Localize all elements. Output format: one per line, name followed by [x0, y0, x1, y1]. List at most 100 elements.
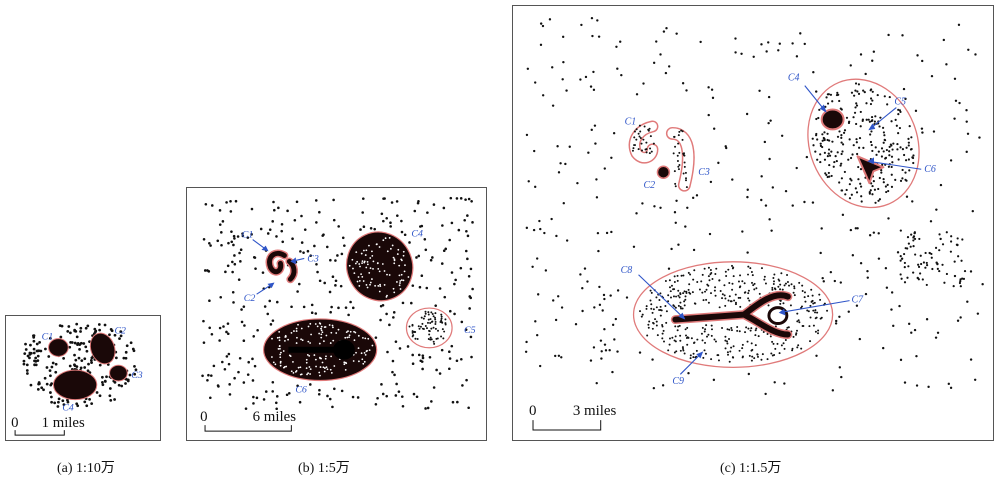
point [334, 259, 337, 262]
point [953, 77, 957, 80]
point [252, 402, 255, 405]
point [750, 342, 753, 345]
point [467, 275, 471, 278]
point [633, 136, 636, 139]
point [974, 53, 977, 56]
point [371, 254, 374, 257]
panel-b-cluster-c4-speckle [348, 237, 410, 298]
point [739, 296, 742, 299]
point [538, 364, 542, 368]
point [355, 251, 358, 253]
point [392, 316, 395, 319]
point [683, 352, 686, 355]
point [890, 165, 893, 169]
point [420, 360, 424, 363]
point [539, 227, 542, 231]
panel-c-right-cluster [899, 229, 967, 288]
point [741, 355, 744, 358]
point [859, 168, 863, 171]
point [469, 267, 473, 271]
point [882, 178, 885, 181]
point [443, 330, 446, 333]
point [961, 238, 964, 241]
point [277, 206, 280, 210]
point [36, 354, 40, 358]
point [692, 278, 695, 281]
point [746, 251, 749, 254]
point [658, 299, 661, 302]
point [230, 230, 233, 233]
point [723, 284, 726, 287]
point [237, 370, 240, 374]
point [687, 336, 690, 339]
point [718, 279, 721, 282]
panel-a-label-c2: C2 [114, 326, 126, 337]
point [747, 265, 750, 268]
point [49, 391, 52, 394]
point [246, 236, 250, 239]
point [674, 325, 677, 328]
point [616, 67, 619, 70]
point [330, 371, 333, 374]
point [465, 378, 468, 382]
point [841, 150, 844, 153]
point [67, 325, 71, 328]
point [776, 342, 779, 345]
point [956, 319, 960, 322]
point [371, 250, 373, 253]
point [647, 323, 650, 326]
point [809, 340, 812, 343]
point [430, 320, 433, 323]
point [411, 335, 414, 338]
point [717, 359, 720, 362]
point [424, 407, 427, 410]
point [849, 156, 853, 160]
point [419, 325, 422, 328]
point [747, 292, 750, 295]
point [45, 366, 49, 369]
point [661, 337, 664, 340]
point [562, 201, 565, 205]
point [451, 400, 455, 404]
point [899, 146, 902, 149]
point [298, 282, 301, 286]
point [309, 254, 312, 257]
point [210, 374, 213, 377]
point [448, 350, 451, 353]
point [684, 225, 687, 228]
point [365, 266, 368, 269]
point [719, 289, 722, 292]
point [216, 239, 220, 243]
point [364, 254, 367, 256]
point [34, 356, 38, 360]
point [777, 285, 780, 288]
point [642, 138, 645, 141]
point [328, 324, 331, 326]
point [978, 136, 981, 139]
point [807, 295, 810, 298]
point [859, 110, 862, 114]
panel-c-label-c6: C6 [924, 164, 936, 175]
panel-c-label-c7: C7 [852, 295, 865, 306]
point [911, 156, 915, 160]
point [603, 297, 606, 301]
point [754, 334, 757, 337]
point [207, 373, 210, 377]
point [408, 325, 411, 328]
point [890, 308, 893, 311]
point [713, 289, 716, 292]
point [823, 131, 826, 134]
point [728, 360, 731, 363]
point [300, 373, 303, 376]
point [450, 271, 454, 274]
point [424, 312, 427, 315]
point [301, 339, 304, 342]
point [242, 339, 246, 342]
point [769, 119, 772, 122]
point [885, 148, 888, 152]
point [300, 327, 303, 330]
point [803, 42, 806, 46]
point [871, 149, 874, 153]
point [365, 249, 368, 252]
point [297, 366, 300, 369]
